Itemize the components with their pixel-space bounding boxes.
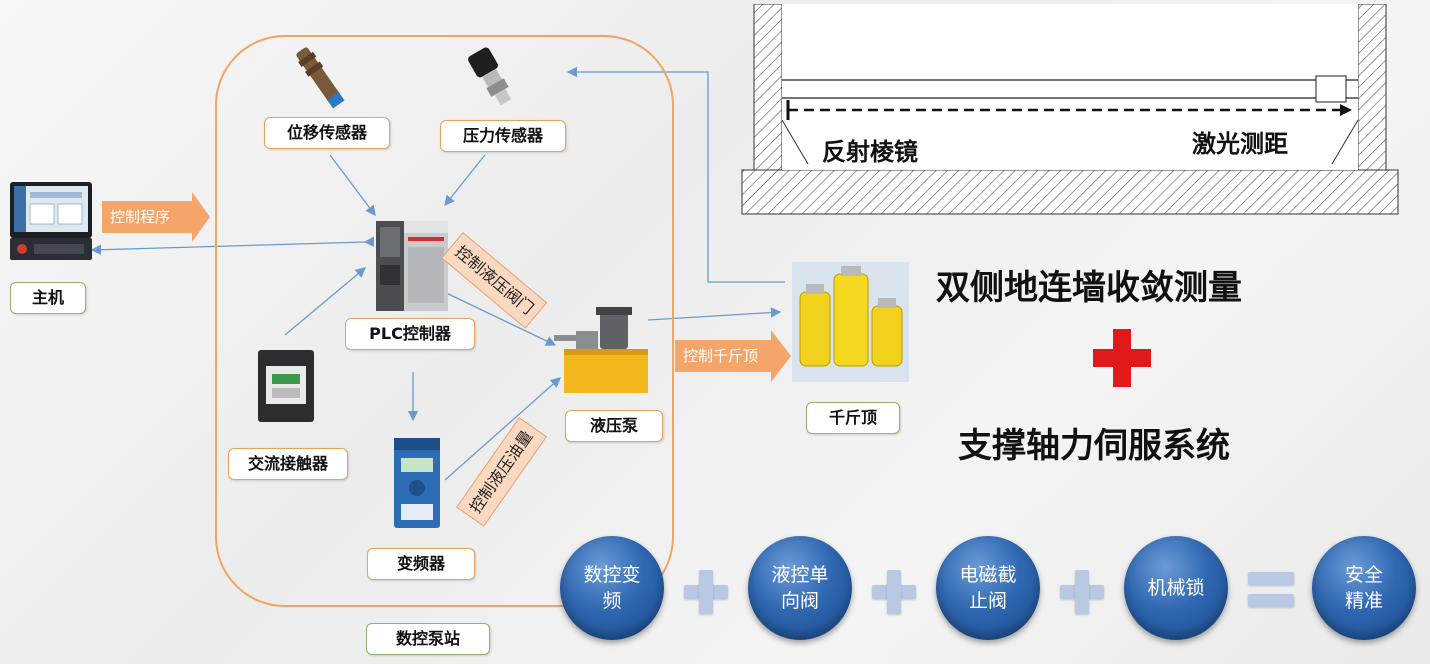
plus-icon (684, 570, 728, 614)
pump-station-label: 数控泵站 (366, 623, 490, 655)
formula-item-inverter: 数控变 频 (560, 536, 664, 640)
red-cross-icon (1093, 329, 1151, 387)
title-servo: 支撑轴力伺服系统 (958, 426, 1230, 466)
plus-icon (872, 570, 916, 614)
title-convergence: 双侧地连墙收敛测量 (936, 268, 1242, 308)
pump-station-region (215, 35, 674, 607)
laser-ranging-label: 激光测距 (1192, 130, 1288, 158)
plc-image (372, 215, 452, 315)
host-monitor-image (8, 180, 94, 266)
formula-item-check-valve: 液控单 向阀 (748, 536, 852, 640)
formula-item-mechanical-lock: 机械锁 (1124, 536, 1228, 640)
jack-control-arrow: 控制千斤顶 (675, 330, 793, 382)
equals-icon (1248, 572, 1294, 608)
pump-label: 液压泵 (565, 410, 663, 442)
displacement-sensor-image (290, 44, 352, 114)
inverter-image (392, 436, 442, 530)
displacement-sensor-label: 位移传感器 (264, 117, 390, 149)
plc-label: PLC控制器 (345, 318, 475, 350)
plus-icon (1060, 570, 1104, 614)
pressure-sensor-label: 压力传感器 (440, 120, 566, 152)
formula-result-safe-precise: 安全 精准 (1312, 536, 1416, 640)
jack-label: 千斤顶 (806, 402, 900, 434)
hydraulic-pump-image (552, 305, 650, 395)
tunnel-section (740, 3, 1400, 216)
reflective-prism-label: 反射棱镜 (822, 138, 918, 166)
formula-item-solenoid-valve: 电磁截 止阀 (936, 536, 1040, 640)
contactor-image (256, 348, 316, 424)
inverter-label: 变频器 (367, 548, 475, 580)
pressure-sensor-image (458, 46, 526, 110)
jack-image (792, 262, 909, 382)
contactor-label: 交流接触器 (228, 448, 348, 480)
host-label: 主机 (10, 282, 86, 314)
control-program-arrow: 控制程序 (102, 192, 210, 242)
